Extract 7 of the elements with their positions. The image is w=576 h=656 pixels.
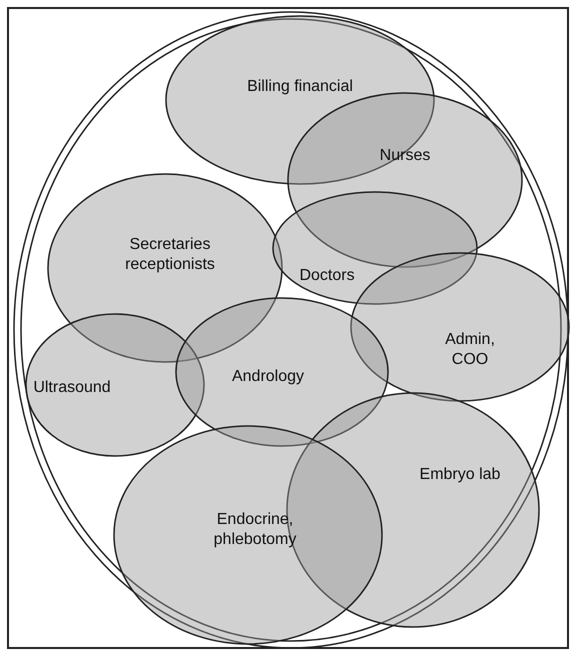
group-label: Secretaries receptionists — [124, 235, 216, 275]
group-label: Andrology — [230, 367, 306, 387]
group-label: Ultrasound — [32, 378, 112, 398]
group-label: Embryo lab — [418, 465, 502, 485]
group-label: Billing financial — [246, 77, 354, 97]
group-label: Admin, COO — [444, 330, 496, 370]
group-label: Doctors — [298, 266, 356, 286]
